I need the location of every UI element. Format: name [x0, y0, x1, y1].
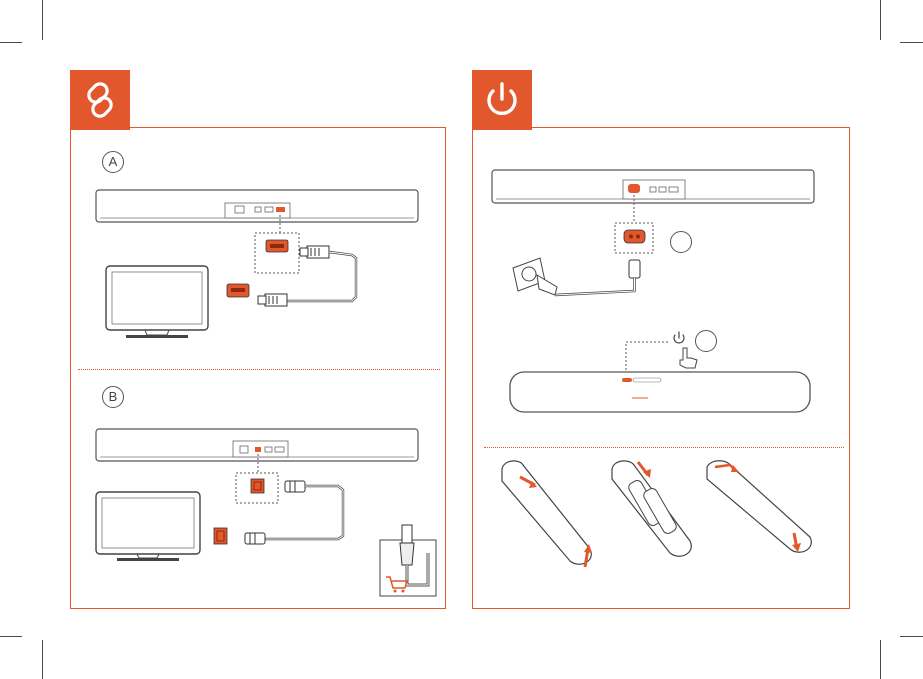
section-divider — [484, 447, 844, 448]
power-button-illustration — [505, 330, 815, 415]
hdmi-connection-illustration — [90, 185, 430, 345]
crop-mark — [42, 640, 43, 679]
hdmi-port-highlight — [276, 207, 285, 212]
tv — [96, 492, 200, 554]
crop-mark — [42, 0, 43, 40]
link-icon — [70, 70, 130, 130]
power-icon-badge — [472, 70, 532, 130]
power-icon — [472, 70, 532, 130]
link-icon-badge — [70, 70, 130, 130]
power-port-icon — [624, 230, 645, 243]
optical-connection-illustration — [90, 425, 440, 605]
step-number-circle — [695, 330, 717, 352]
crop-mark — [0, 636, 22, 637]
step-number-circle — [670, 231, 692, 253]
optical-port-highlight — [255, 447, 261, 452]
section-divider — [78, 369, 440, 370]
section-a-label: A — [102, 151, 124, 173]
section-b-label: B — [102, 386, 124, 408]
crop-mark — [0, 42, 22, 43]
crop-mark — [900, 636, 923, 637]
power-port-highlight — [628, 184, 640, 193]
optical-port-icon — [251, 479, 264, 493]
hand-pointer-icon — [680, 348, 697, 368]
crop-mark — [880, 640, 881, 679]
remote-battery-illustration — [490, 457, 840, 577]
power-cable-illustration — [485, 163, 830, 308]
crop-mark — [880, 0, 881, 40]
remote-close-step — [707, 461, 811, 552]
crop-mark — [900, 42, 923, 43]
tv — [106, 266, 208, 330]
remote-open-step — [502, 461, 592, 567]
remote-battery-insert-step — [612, 461, 691, 556]
power-button-icon — [674, 332, 684, 343]
